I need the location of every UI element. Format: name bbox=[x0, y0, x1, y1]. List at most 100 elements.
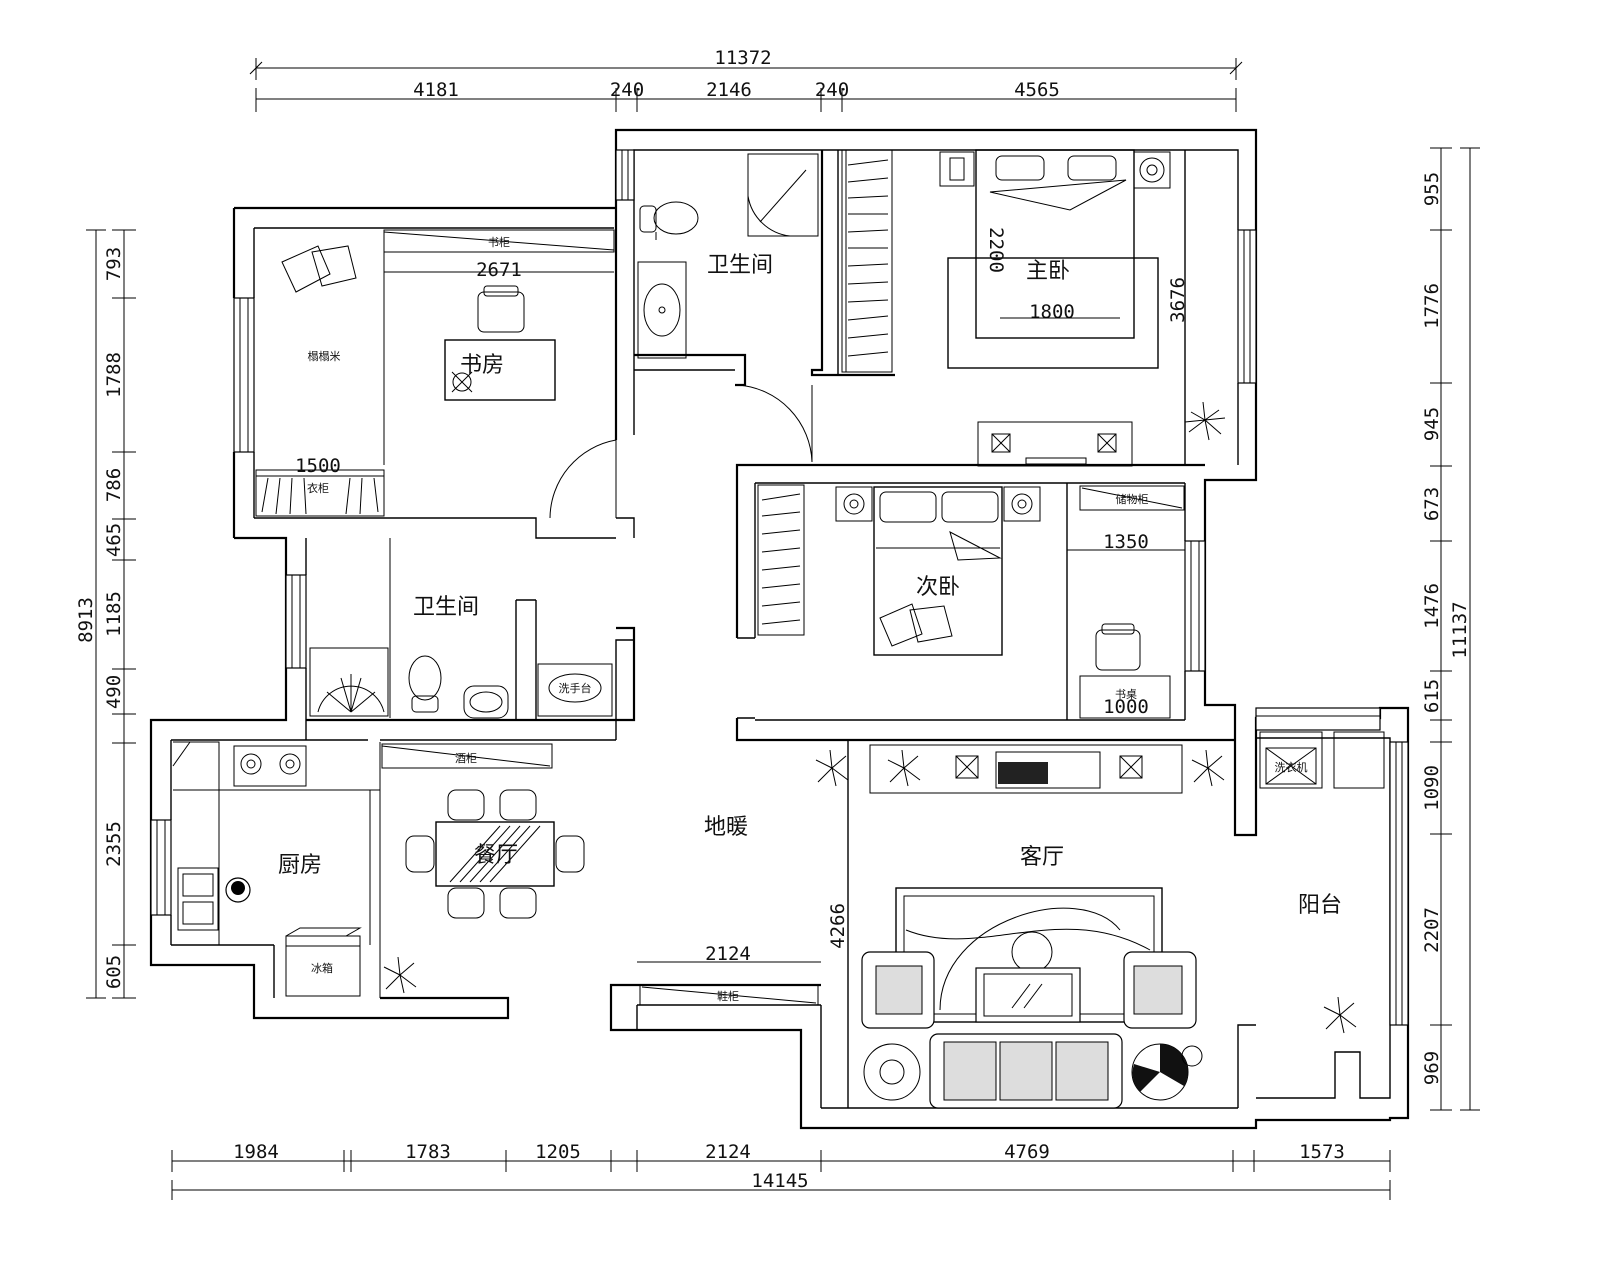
desk-lamp-icon bbox=[451, 371, 473, 393]
stove-icon bbox=[233, 745, 307, 787]
dim-left-seg-7: 2355 bbox=[103, 821, 125, 867]
pillow-icon-second bbox=[879, 491, 999, 523]
dim-second-study: 1350 bbox=[1103, 531, 1149, 553]
wardrobe-label: 衣柜 bbox=[307, 481, 329, 495]
plant-icon-living-3 bbox=[1191, 749, 1225, 787]
dim-left-seg-3: 786 bbox=[103, 468, 125, 502]
washer-icon bbox=[1259, 731, 1323, 789]
plant-icon-balcony bbox=[1323, 996, 1357, 1034]
room-label-dining: 餐厅 bbox=[474, 843, 518, 868]
armchair-icon-left bbox=[861, 951, 935, 1029]
dim-right-seg-1: 955 bbox=[1421, 172, 1443, 206]
desk-label: 书桌 bbox=[1115, 688, 1137, 701]
storage-cabinet-label: 储物柜 bbox=[1116, 492, 1149, 506]
balcony-fixtures: 洗衣机 阳台 bbox=[1259, 731, 1385, 1034]
dim-bottom-seg-4: 2124 bbox=[705, 1141, 751, 1163]
floor-heating-label: 地暖 bbox=[704, 815, 748, 840]
dim-right-seg-4: 673 bbox=[1421, 487, 1443, 521]
nightstand-icon-left bbox=[939, 151, 975, 187]
dim-right-seg-2: 1776 bbox=[1421, 283, 1443, 329]
bathtub-icon bbox=[463, 685, 509, 719]
study-desk bbox=[444, 339, 556, 401]
bathroom-top-fixtures: 卫生间 bbox=[637, 153, 819, 359]
doors bbox=[549, 384, 813, 519]
dim-right-seg-3: 945 bbox=[1421, 407, 1443, 441]
person-icon bbox=[225, 877, 251, 903]
toilet-icon bbox=[639, 201, 699, 240]
room-label-bath-mid: 卫生间 bbox=[413, 595, 479, 620]
toilet-icon-mid bbox=[408, 655, 442, 713]
shower-icon bbox=[747, 153, 819, 237]
dim-right-seg-5: 1476 bbox=[1421, 583, 1443, 629]
plant-icon-living-1 bbox=[887, 749, 921, 787]
room-label-kitchen: 厨房 bbox=[278, 853, 322, 878]
shoe-cabinet-label: 鞋柜 bbox=[717, 989, 739, 1003]
room-label-bath-top: 卫生间 bbox=[707, 253, 773, 278]
dimension-lines bbox=[86, 58, 1480, 1200]
box-icon-tv-2 bbox=[1119, 755, 1143, 779]
dim-left-seg-5: 1185 bbox=[103, 591, 125, 637]
dim-top-seg-5: 4565 bbox=[1014, 79, 1060, 101]
dim-top-seg-4: 240 bbox=[815, 79, 849, 101]
dim-top-seg-2: 240 bbox=[610, 79, 644, 101]
dim-living-depth: 4266 bbox=[827, 903, 849, 949]
master-bedroom-furniture: 2200 主卧 1800 3676 bbox=[841, 149, 1226, 467]
dining-furniture: 酒柜 餐厅 bbox=[381, 743, 585, 994]
bookshelf-label: 书柜 bbox=[488, 236, 510, 249]
chair-icon-second bbox=[1095, 623, 1141, 671]
study-chair-icon bbox=[477, 285, 525, 333]
room-label-study: 书房 bbox=[460, 353, 504, 378]
dining-table-icon bbox=[435, 821, 555, 887]
dim-study-wardrobe: 2671 bbox=[476, 259, 522, 281]
dim-bottom-total: 14145 bbox=[751, 1170, 808, 1192]
side-table-icon-left bbox=[863, 1043, 921, 1101]
box-icon-1 bbox=[991, 433, 1011, 453]
dim-second-desk: 1000 bbox=[1103, 696, 1149, 718]
dining-chairs bbox=[405, 789, 585, 919]
wash-basin-label: 洗手台 bbox=[559, 681, 592, 695]
dim-top-seg-3: 2146 bbox=[706, 79, 752, 101]
dim-master-bed-width: 1800 bbox=[1029, 301, 1075, 323]
sofa-icon bbox=[929, 1033, 1123, 1109]
kitchen-fixtures: 厨房 冰箱 bbox=[172, 741, 381, 998]
pillow-icon bbox=[281, 245, 357, 293]
dim-right-seg-9: 969 bbox=[1421, 1051, 1443, 1085]
sink-icon bbox=[637, 261, 687, 359]
side-table-icon-right bbox=[1131, 1043, 1203, 1101]
dim-left-seg-4: 465 bbox=[103, 523, 125, 557]
bathroom-mid-fixtures: 卫生间 洗手台 bbox=[309, 538, 613, 719]
pillow-icon-second-b bbox=[879, 603, 953, 647]
dim-master-bed-length: 2200 bbox=[985, 227, 1007, 273]
kitchen-sink-icon bbox=[177, 867, 219, 931]
shower-icon-mid bbox=[309, 647, 389, 717]
room-label-second: 次卧 bbox=[916, 575, 960, 600]
study-furniture: 书柜 2671 榻榻米 书房 bbox=[255, 229, 615, 517]
dim-top-total: 11372 bbox=[714, 47, 771, 69]
nightstand-icon-second-right bbox=[1003, 486, 1041, 522]
windows bbox=[150, 149, 1409, 1026]
dim-top-seg-1: 4181 bbox=[413, 79, 459, 101]
living-room-furniture: 客厅 4266 bbox=[637, 744, 1225, 1109]
dim-right-seg-7: 1090 bbox=[1421, 765, 1443, 811]
second-bedroom-furniture: 次卧 储物柜 1350 书桌 1000 bbox=[757, 484, 1185, 719]
dim-shoe-cabinet: 2124 bbox=[705, 943, 751, 965]
walls bbox=[149, 128, 1410, 1130]
tatami-label: 榻榻米 bbox=[308, 349, 341, 363]
dim-bottom-seg-2: 1783 bbox=[405, 1141, 451, 1163]
dim-right-total: 11137 bbox=[1449, 601, 1471, 658]
pillow-icon-master bbox=[995, 155, 1117, 181]
wine-cabinet-label: 酒柜 bbox=[455, 752, 477, 765]
washer-label: 洗衣机 bbox=[1275, 760, 1308, 774]
dim-left-seg-6: 490 bbox=[103, 675, 125, 709]
dim-right-seg-6: 615 bbox=[1421, 679, 1443, 713]
room-label-balcony: 阳台 bbox=[1298, 893, 1342, 918]
plant-icon-living-2 bbox=[815, 749, 849, 787]
armchair-icon-right bbox=[1123, 951, 1197, 1029]
dim-left-total: 8913 bbox=[75, 597, 97, 643]
fridge-label: 冰箱 bbox=[311, 961, 333, 975]
wardrobe-hangers-second bbox=[761, 493, 801, 625]
dim-bottom-seg-5: 4769 bbox=[1004, 1141, 1050, 1163]
dimension-labels: 11372 4181 240 2146 240 4565 1984 1783 1… bbox=[75, 47, 1471, 1192]
dim-bottom-seg-1: 1984 bbox=[233, 1141, 279, 1163]
